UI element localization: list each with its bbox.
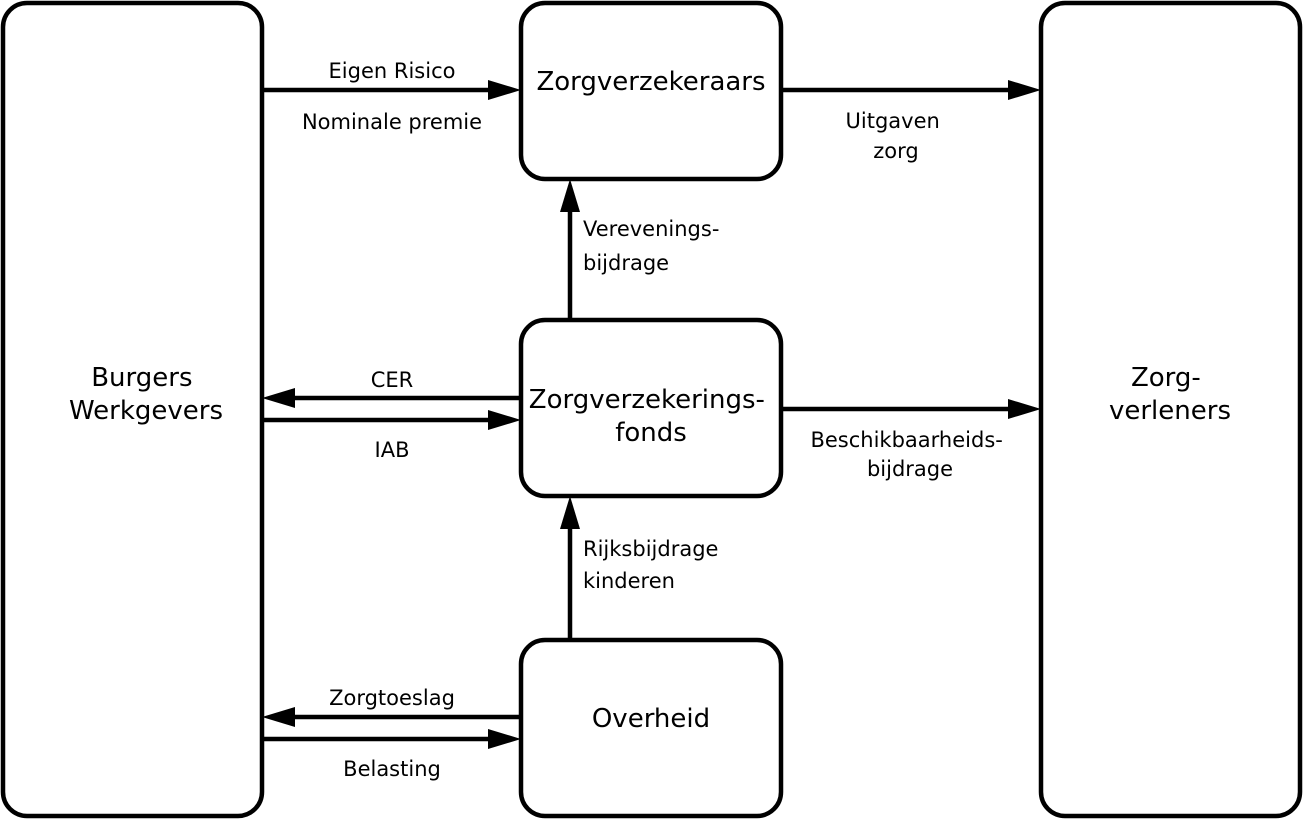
- arrow-fonds-to-zorgverzekeraars: [560, 179, 580, 320]
- vereveningsbijdrage-line-1: Verevenings-: [583, 217, 719, 241]
- arrow-overheid-to-fonds: [560, 496, 580, 640]
- beschikbaarheidsbijdrage-line-1: Beschikbaarheids-: [810, 428, 1002, 452]
- eigen-risico-label: Eigen Risico: [329, 59, 456, 83]
- zorgverleners-label: Zorg- verleners: [1109, 363, 1231, 426]
- overheid-label: Overheid: [592, 704, 710, 734]
- arrow-fonds-to-burgers-cer: [262, 388, 521, 408]
- belasting-label: Belasting: [343, 757, 441, 781]
- zorgverzekeringsfonds-label: Zorgverzekerings- fonds: [529, 385, 773, 448]
- zorgtoeslag-label: Zorgtoeslag: [329, 686, 455, 710]
- werkgevers-label-line: Werkgevers: [69, 396, 223, 426]
- vereveningsbijdrage-label: Verevenings- bijdrage: [583, 217, 726, 275]
- arrow-burgers-to-overheid-belasting: [262, 729, 521, 749]
- rijksbijdrage-line-1: Rijksbijdrage: [583, 537, 718, 561]
- overheid-label-line: Overheid: [592, 704, 710, 734]
- fonds-label-line-1: Zorgverzekerings-: [529, 385, 765, 415]
- zorgverzekeraars-label-line: Zorgverzekeraars: [536, 67, 765, 97]
- arrow-burgers-to-fonds-iab: [262, 410, 521, 430]
- arrow-zorgverzekeraars-to-zorgverleners: [781, 80, 1041, 100]
- nominale-premie-label: Nominale premie: [302, 110, 482, 134]
- beschikbaarheidsbijdrage-line-2: bijdrage: [867, 457, 953, 481]
- zorgverleners-label-line-2: verleners: [1109, 396, 1231, 426]
- arrow-fonds-to-zorgverleners: [781, 399, 1041, 419]
- rijksbijdrage-line-2: kinderen: [583, 569, 675, 593]
- burgers-werkgevers-box: [0, 0, 265, 819]
- iab-label: IAB: [375, 438, 410, 462]
- rijksbijdrage-kinderen-label: Rijksbijdrage kinderen: [583, 537, 725, 593]
- uitgaven-zorg-line-1: Uitgaven: [846, 109, 940, 133]
- burgers-label-line: Burgers: [91, 363, 192, 393]
- cer-label: CER: [371, 368, 414, 392]
- vereveningsbijdrage-line-2: bijdrage: [583, 251, 669, 275]
- beschikbaarheidsbijdrage-label: Beschikbaarheids- bijdrage: [810, 428, 1009, 481]
- fonds-label-line-2: fonds: [615, 418, 687, 448]
- zorgverzekeraars-label: Zorgverzekeraars: [536, 67, 765, 97]
- arrow-overheid-to-burgers-zorgtoeslag: [262, 707, 521, 727]
- burgers-werkgevers-label: Burgers Werkgevers: [69, 363, 223, 426]
- arrow-burgers-to-zorgverzekeraars: [262, 80, 521, 100]
- zorgverleners-box: [1038, 0, 1303, 819]
- overheid-box: [518, 637, 784, 819]
- uitgaven-zorg-line-2: zorg: [873, 139, 918, 163]
- zorgverleners-label-line-1: Zorg-: [1131, 363, 1201, 393]
- uitgaven-zorg-label: Uitgaven zorg: [846, 109, 947, 163]
